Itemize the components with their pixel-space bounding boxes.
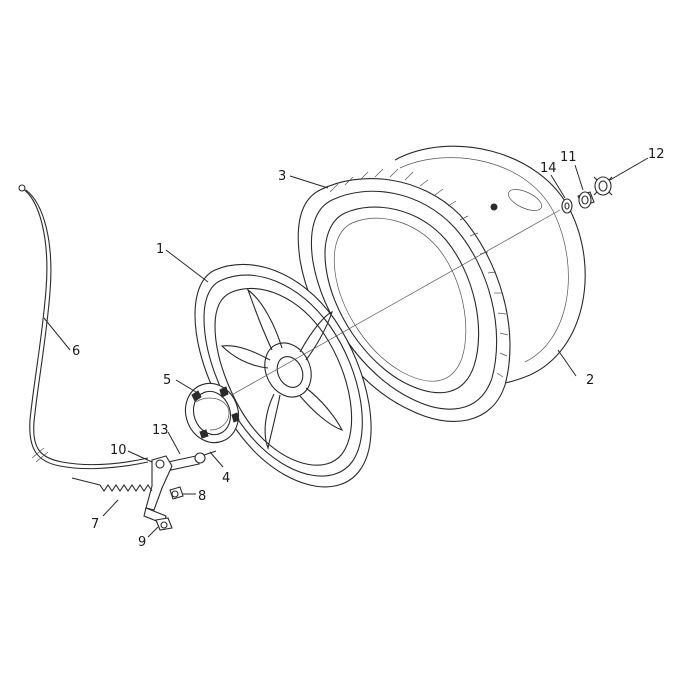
callout-8: 8 — [198, 489, 206, 504]
part-12-axle-nut — [593, 176, 613, 196]
part-13-cam — [167, 450, 217, 471]
axle-center-line — [204, 209, 561, 411]
part-9-nut — [155, 517, 173, 531]
leader-lines — [43, 157, 649, 538]
callout-3: 3 — [278, 169, 286, 184]
callout-5: 5 — [163, 373, 171, 388]
callout-2: 2 — [586, 373, 594, 388]
callout-labels: 1 2 3 4 5 6 7 8 9 10 11 12 13 14 — [72, 147, 665, 550]
part-14-washer — [561, 198, 573, 214]
callout-6: 6 — [72, 344, 80, 359]
callout-1: 1 — [156, 242, 164, 257]
part-11-spacer — [577, 191, 595, 209]
callout-4: 4 — [222, 471, 230, 486]
callout-12: 12 — [648, 147, 665, 162]
callout-7: 7 — [91, 517, 99, 532]
part-8-bolt — [169, 486, 184, 500]
callout-10: 10 — [110, 443, 127, 458]
part-7-spring — [71, 477, 153, 492]
part-10-brake-lever — [143, 455, 173, 525]
part-5-brake-assembly — [184, 382, 240, 444]
callout-9: 9 — [138, 535, 146, 550]
callout-13: 13 — [152, 423, 169, 438]
part-6-cable — [18, 184, 149, 470]
callout-14: 14 — [540, 161, 557, 176]
part-1-rim — [194, 263, 372, 488]
callout-11: 11 — [560, 150, 577, 165]
